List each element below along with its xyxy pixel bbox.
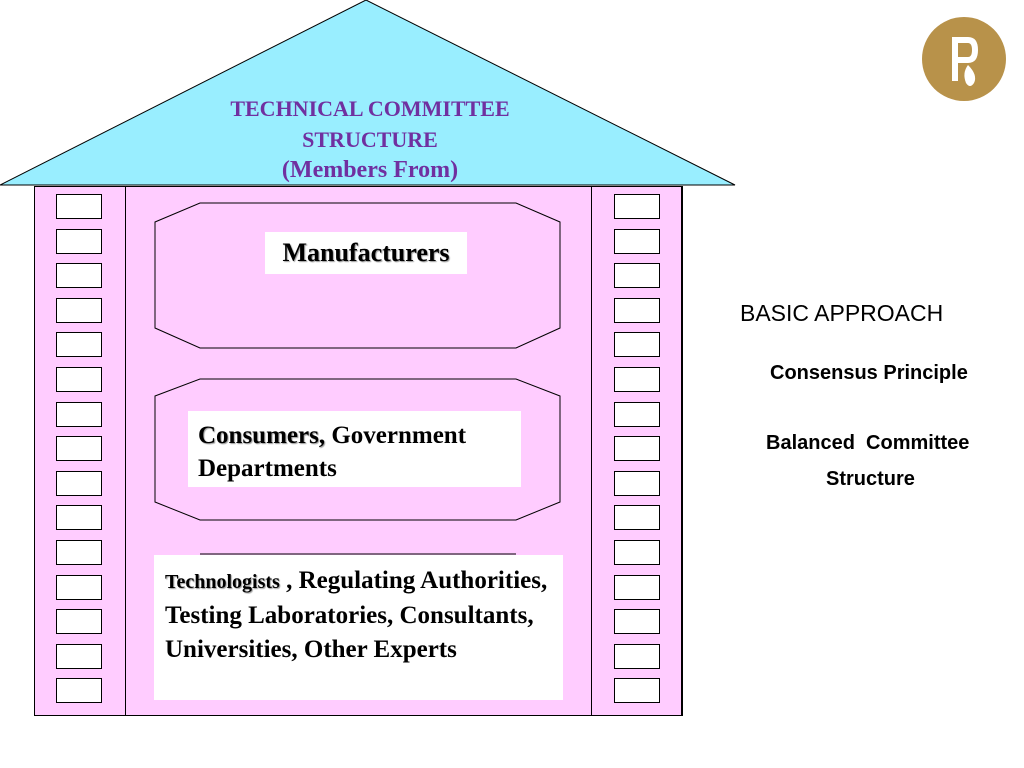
approach-item-consensus: Consensus Principle xyxy=(770,362,968,384)
technologists-rest-text: , Regulating Authorities, Testing Labora… xyxy=(165,567,548,663)
right-column-window xyxy=(614,470,660,496)
left-column-window xyxy=(56,470,102,496)
left-column-window xyxy=(56,263,102,289)
left-column-window xyxy=(56,436,102,462)
left-column-window xyxy=(56,194,102,219)
manufacturers-text: Manufacturers xyxy=(282,238,450,267)
left-column-window xyxy=(56,678,102,704)
right-column-window xyxy=(614,228,660,254)
approach-item-balanced-line1: Balanced Committee xyxy=(766,432,970,454)
left-column-window xyxy=(56,228,102,254)
left-column-window xyxy=(56,367,102,392)
roof-title-line2: STRUCTURE xyxy=(302,127,438,152)
right-column-window xyxy=(614,540,660,565)
right-column-window xyxy=(614,609,660,635)
consumers-bold-text: Consumers, xyxy=(198,422,326,449)
room-technologists-top xyxy=(200,553,516,555)
right-column-window xyxy=(614,401,660,427)
roof-triangle xyxy=(0,0,736,186)
roof-title-line1: TECHNICAL COMMITTEE xyxy=(230,96,510,121)
right-column-window xyxy=(614,678,660,704)
right-column-window xyxy=(614,263,660,289)
right-column xyxy=(591,186,683,716)
left-column-window xyxy=(56,643,102,669)
room-manufacturers xyxy=(154,202,561,349)
roof-title: TECHNICAL COMMITTEE STRUCTURE (Members F… xyxy=(170,93,570,186)
left-column-window xyxy=(56,505,102,531)
right-column-window xyxy=(614,297,660,323)
left-column-window xyxy=(56,332,102,358)
approach-heading: BASIC APPROACH xyxy=(740,300,944,326)
left-column-window xyxy=(56,609,102,635)
technologists-label: Technologists , Regulating Authorities, … xyxy=(154,555,563,700)
manufacturers-label: Manufacturers xyxy=(265,232,467,274)
left-column-window xyxy=(56,297,102,323)
left-column-window xyxy=(56,574,102,600)
right-column-window xyxy=(614,505,660,531)
approach-item-balanced-line2: Structure xyxy=(826,468,915,490)
right-column-window xyxy=(614,574,660,600)
right-column-window xyxy=(614,436,660,462)
consumers-rest-text: Government Departments xyxy=(198,422,467,482)
roof-title-line3: (Members From) xyxy=(281,157,459,183)
technologists-bold-text: Technologists xyxy=(165,571,280,593)
right-column-window xyxy=(614,643,660,669)
right-column-window xyxy=(614,367,660,392)
company-logo-icon xyxy=(922,17,1006,101)
left-column xyxy=(34,186,126,716)
right-column-window xyxy=(614,194,660,219)
left-column-window xyxy=(56,401,102,427)
right-column-window xyxy=(614,332,660,358)
left-column-window xyxy=(56,540,102,565)
consumers-label: Consumers, Government Departments xyxy=(188,411,521,487)
